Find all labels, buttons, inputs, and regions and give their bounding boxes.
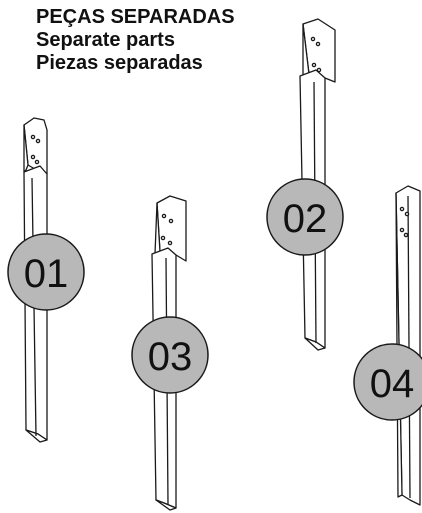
badge-01-label: 01 xyxy=(24,252,69,296)
badge-01: 01 xyxy=(7,233,85,311)
badge-02-label: 02 xyxy=(283,197,328,241)
heading-english: Separate parts xyxy=(36,29,175,51)
heading-spanish: Piezas separadas xyxy=(36,52,203,74)
badge-04-label: 04 xyxy=(370,362,415,406)
badge-03-label: 03 xyxy=(148,335,193,379)
badge-02: 02 xyxy=(266,178,344,256)
badge-03: 03 xyxy=(131,316,209,394)
badge-04: 04 xyxy=(353,343,422,421)
parts-heading: PEÇAS SEPARADAS Separate parts Piezas se… xyxy=(36,6,235,75)
heading-portuguese: PEÇAS SEPARADAS xyxy=(36,6,235,28)
